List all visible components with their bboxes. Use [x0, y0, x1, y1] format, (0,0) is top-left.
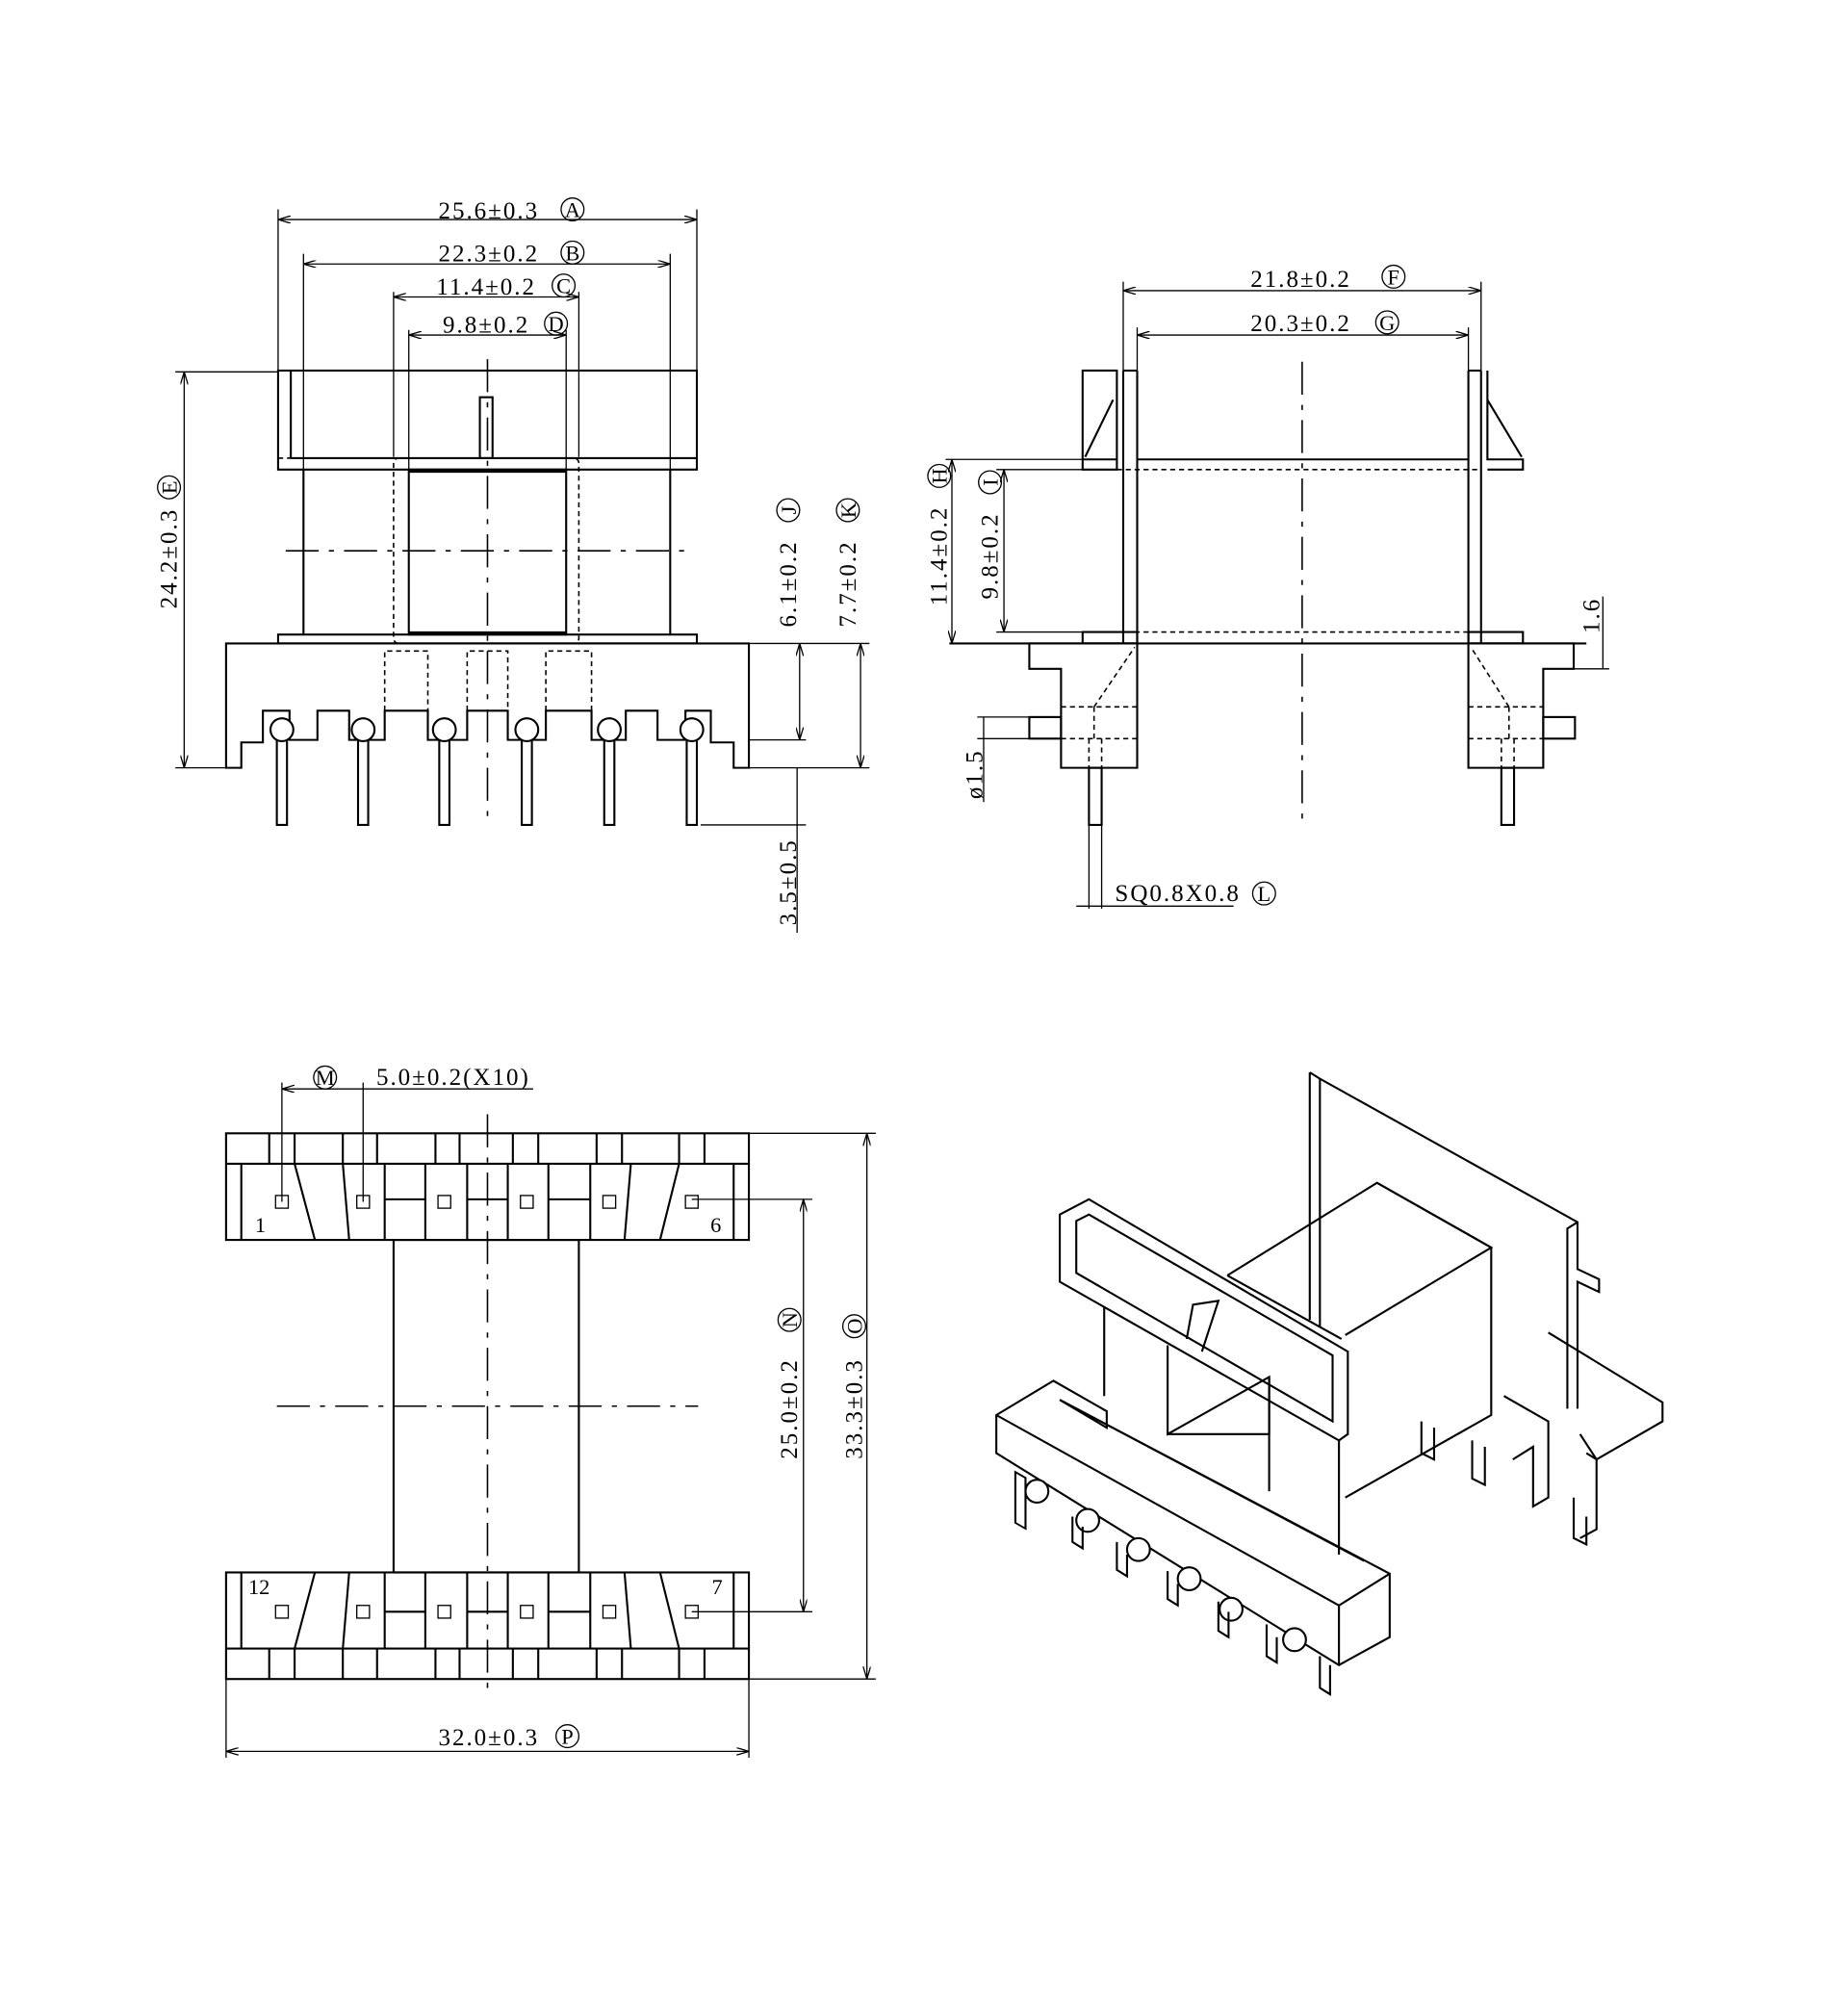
pin-number-1: 1 [255, 1213, 266, 1237]
pin-number-6: 6 [710, 1213, 721, 1237]
pin-number-7: 7 [712, 1575, 723, 1599]
tag-c: C [556, 274, 571, 298]
dim-a-label: 25.6±0.3 [438, 198, 539, 224]
tag-p: P [561, 1724, 573, 1748]
dim-o-label: 33.3±0.3 [841, 1358, 867, 1459]
tag-i: I [978, 478, 1002, 485]
tag-a-circle [560, 197, 585, 222]
dim-e-label: 24.2±0.3 [156, 508, 182, 609]
pin-number-12: 12 [248, 1575, 270, 1599]
dim-i-label: 9.8±0.2 [977, 512, 1003, 599]
tag-a: A [565, 197, 581, 221]
tag-f: F [1388, 265, 1399, 289]
tag-g: G [1379, 311, 1395, 335]
tag-k: K [836, 502, 860, 518]
tag-l: L [1257, 882, 1270, 906]
tag-o: O [842, 1319, 866, 1334]
tag-d: D [549, 312, 564, 336]
dim-pin-square-label: SQ0.8X0.8 [1115, 881, 1240, 907]
front-pins [269, 717, 705, 827]
tag-e: E [157, 480, 181, 494]
dim-g-label: 20.3±0.2 [1250, 311, 1351, 337]
dim-m-label: 5.0±0.2(X10) [376, 1065, 530, 1091]
dim-f-label: 21.8±0.2 [1250, 267, 1351, 293]
dim-n-label: 25.0±0.2 [777, 1358, 803, 1459]
dim-d-label: 9.8±0.2 [443, 312, 529, 338]
side-view: 21.8±0.2 F 20.3±0.2 G 11.4±0.2 H 9.8±0.2… [927, 264, 1609, 909]
pin-pads [274, 1195, 699, 1619]
dim-p-label: 32.0±0.3 [438, 1725, 539, 1751]
isometric-view [995, 1071, 1664, 1696]
tag-n: N [778, 1312, 802, 1327]
dim-pin-length-label: 3.5±0.5 [776, 838, 802, 925]
tag-b: B [565, 241, 579, 265]
dim-h-label: 11.4±0.2 [927, 506, 953, 606]
dim-c-label: 11.4±0.2 [436, 274, 536, 300]
dim-flange-label: 1.6 [1578, 598, 1604, 633]
tag-m: M [316, 1066, 335, 1090]
dim-b-label: 22.3±0.2 [438, 242, 539, 268]
dim-k-label: 7.7±0.2 [835, 540, 861, 627]
front-view: 25.6±0.3 A 22.3±0.2 B 11.4±0.2 C 9.8±0.2… [156, 197, 870, 934]
tag-j: J [777, 505, 801, 514]
dim-j-label: 6.1±0.2 [776, 540, 802, 627]
tag-h: H [928, 468, 952, 483]
dim-pin-diameter-label: ø1.5 [962, 749, 988, 799]
bottom-view: M 5.0±0.2(X10) 25.0±0.2 N 33.3±0.3 O 32.… [224, 1065, 876, 1758]
